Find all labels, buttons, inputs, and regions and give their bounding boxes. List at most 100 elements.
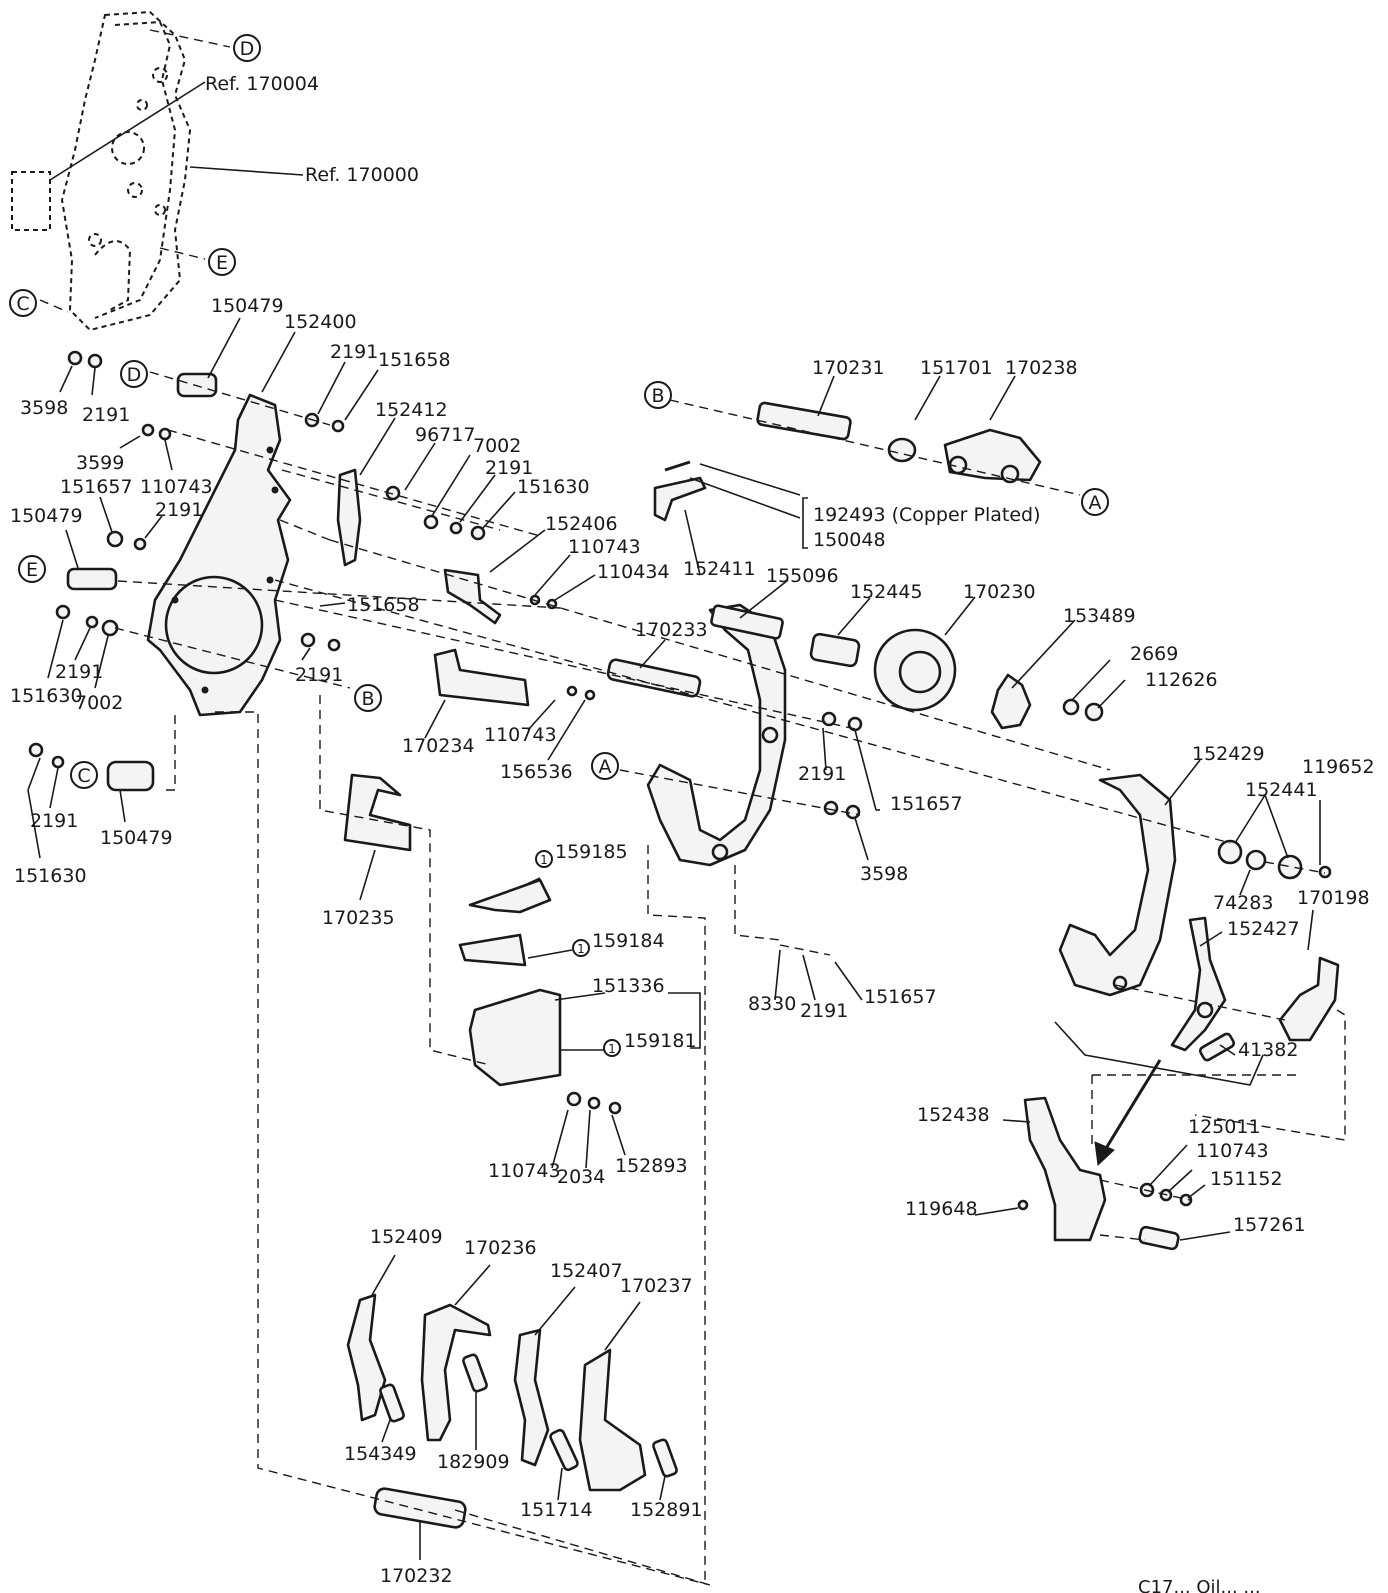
part-label: 170234 <box>402 735 475 757</box>
part-label: 110434 <box>597 561 670 583</box>
note-marker-159184: 1 <box>572 939 590 957</box>
lever-152411 <box>653 460 808 549</box>
part-label: 2191 <box>30 810 78 832</box>
svg-text:1: 1 <box>577 942 585 956</box>
svg-text:1: 1 <box>540 853 548 867</box>
part-label: 2191 <box>295 664 343 686</box>
part-label: 96717 <box>415 424 475 446</box>
note-marker-159185: 1 <box>535 850 553 868</box>
shaft-170233 <box>606 658 702 698</box>
part-label: 41382 <box>1238 1039 1298 1061</box>
part-label: 154349 <box>344 1443 417 1465</box>
svg-text:B: B <box>361 688 374 710</box>
part-label: 152407 <box>550 1260 623 1282</box>
levers-152427-170198 <box>1170 916 1340 1062</box>
part-label: 112626 <box>1145 669 1218 691</box>
gear-group <box>809 628 1104 820</box>
part-label: 151630 <box>517 476 590 498</box>
part-label: 151701 <box>920 357 993 379</box>
svg-text:D: D <box>240 38 255 60</box>
part-label: 110743 <box>484 724 557 746</box>
cam-152429 <box>1058 773 1332 997</box>
part-label: 8330 <box>748 993 796 1015</box>
part-label: 152429 <box>1192 743 1265 765</box>
part-label: 152412 <box>375 399 448 421</box>
footer-fragment: C17... Oil... ... <box>1138 1577 1261 1593</box>
part-label: 170230 <box>963 581 1036 603</box>
part-label: 151657 <box>60 476 133 498</box>
callout-e-top: E <box>208 248 236 276</box>
callout-markers: D E C D E B C B A A <box>9 34 1109 789</box>
callout-d-top: D <box>233 34 261 62</box>
part-label: 2191 <box>82 404 130 426</box>
part-label: 151336 <box>592 975 665 997</box>
part-label: 152427 <box>1227 918 1300 940</box>
part-label: 151714 <box>520 1499 593 1521</box>
part-label: 157261 <box>1233 1214 1306 1236</box>
part-label: 170233 <box>635 619 708 641</box>
callout-a-mid: A <box>591 752 619 780</box>
left-hardware <box>28 350 345 792</box>
part-label: 152400 <box>284 311 357 333</box>
part-label: 170231 <box>812 357 885 379</box>
part-label: 3599 <box>76 452 124 474</box>
part-label: 159184 <box>592 930 665 952</box>
bracket-152438 <box>1017 1021 1264 1251</box>
ref-170004: Ref. 170004 <box>205 73 319 95</box>
svg-text:E: E <box>216 252 228 274</box>
part-label: 151630 <box>14 865 87 887</box>
part-label: 119648 <box>905 1198 978 1220</box>
part-label: 152445 <box>850 581 923 603</box>
bracket-170235 <box>343 773 412 852</box>
svg-text:C: C <box>77 765 90 787</box>
part-label: 3598 <box>860 863 908 885</box>
part-label: 159185 <box>555 841 628 863</box>
part-label: 170235 <box>322 907 395 929</box>
part-label: 170238 <box>1005 357 1078 379</box>
part-label: 170237 <box>620 1275 693 1297</box>
ref-170000: Ref. 170000 <box>305 164 419 186</box>
svg-text:A: A <box>1089 492 1102 514</box>
note-copper-plated: 192493 (Copper Plated) <box>813 504 1041 526</box>
part-label: 156536 <box>500 761 573 783</box>
part-label: 151152 <box>1210 1168 1283 1190</box>
part-label: 110743 <box>1196 1140 1269 1162</box>
part-label: 2669 <box>1130 643 1178 665</box>
callout-a-right: A <box>1081 488 1109 516</box>
part-labels: 150479 152400 2191 151658 3598 2191 1524… <box>10 295 1375 1587</box>
frame-reference-outline <box>11 10 304 332</box>
callout-b-top: B <box>644 381 672 409</box>
part-label: 151630 <box>10 685 83 707</box>
part-label: 170198 <box>1297 887 1370 909</box>
callout-e-left: E <box>18 555 46 583</box>
part-label: 152409 <box>370 1226 443 1248</box>
part-label: 119652 <box>1302 756 1375 778</box>
side-plate-152400 <box>146 393 292 717</box>
parts-159-group <box>458 878 622 1115</box>
part-label: 110743 <box>488 1160 561 1182</box>
part-label: 151657 <box>890 793 963 815</box>
part-label: 3598 <box>20 397 68 419</box>
note-150048: 150048 <box>813 529 886 551</box>
assembly-lines <box>114 371 1346 1586</box>
part-label: 152891 <box>630 1499 703 1521</box>
part-label: 2191 <box>798 763 846 785</box>
part-label: 152438 <box>917 1104 990 1126</box>
note-markers: 1 1 1 <box>535 850 621 1057</box>
callout-b-left: B <box>354 684 382 712</box>
part-label: 150479 <box>211 295 284 317</box>
part-label: 2191 <box>55 661 103 683</box>
part-label: 74283 <box>1213 892 1273 914</box>
reference-labels: Ref. 170004 Ref. 170000 192493 (Copper P… <box>205 73 1041 551</box>
part-label: 151658 <box>347 594 420 616</box>
part-label: 152406 <box>545 513 618 535</box>
part-label: 125011 <box>1188 1116 1261 1138</box>
part-label: 110743 <box>140 476 213 498</box>
callout-c-top: C <box>9 289 37 317</box>
part-label: 155096 <box>766 565 839 587</box>
part-label: 152411 <box>683 558 756 580</box>
bracket-170234 <box>433 648 596 707</box>
part-label: 152441 <box>1245 779 1318 801</box>
part-label: 2191 <box>330 341 378 363</box>
